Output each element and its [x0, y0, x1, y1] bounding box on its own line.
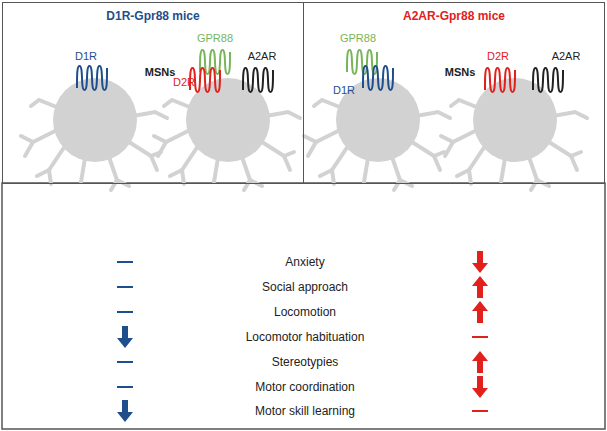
neuron-cell — [441, 78, 587, 190]
receptor-label: GPR88 — [340, 32, 376, 44]
behavior-label: Motor skill learning — [255, 404, 355, 418]
change-arrow — [472, 301, 488, 323]
receptor-label: D2R — [173, 76, 195, 88]
neuron-cell — [304, 78, 450, 190]
behavior-label: Stereotypies — [272, 355, 339, 369]
mouse-panel: D1R-Gpr88 mice — [2, 2, 304, 184]
receptor-symbol — [363, 66, 393, 90]
change-arrow — [472, 376, 488, 398]
no-change-dash — [117, 286, 133, 288]
receptor-label: A2AR — [248, 50, 277, 62]
change-arrow — [472, 351, 488, 373]
receptor-label: D1R — [75, 50, 97, 62]
table-panel — [2, 183, 605, 429]
receptor-label: GPR88 — [197, 32, 233, 44]
receptor-symbol — [77, 66, 107, 90]
change-arrow — [472, 251, 488, 273]
no-change-dash — [117, 361, 133, 363]
receptor-symbol — [533, 68, 563, 92]
change-arrow — [472, 276, 488, 298]
receptor-symbol — [485, 68, 515, 92]
change-arrow — [117, 400, 133, 422]
no-change-dash — [472, 336, 488, 338]
behavior-label: Anxiety — [285, 255, 324, 269]
neuron-cell — [154, 78, 300, 190]
receptor-label: MSNs — [145, 66, 176, 78]
change-arrow — [117, 326, 133, 348]
receptor-label: MSNs — [445, 66, 476, 78]
receptor-symbol — [243, 68, 273, 92]
behavior-label: Motor coordination — [255, 380, 354, 394]
behavior-label: Locomotor habituation — [246, 330, 365, 344]
neuron-cell — [21, 78, 167, 190]
receptor-label: D1R — [333, 84, 355, 96]
no-change-dash — [472, 410, 488, 412]
no-change-dash — [117, 261, 133, 263]
behavior-label: Locomotion — [274, 305, 336, 319]
behavior-label: Social approach — [262, 280, 348, 294]
panel-title: D1R-Gpr88 mice — [3, 9, 303, 23]
no-change-dash — [117, 311, 133, 313]
receptor-label: A2AR — [552, 50, 581, 62]
panel-title: A2AR-Gpr88 mice — [304, 9, 604, 23]
no-change-dash — [117, 386, 133, 388]
receptor-label: D2R — [487, 50, 509, 62]
